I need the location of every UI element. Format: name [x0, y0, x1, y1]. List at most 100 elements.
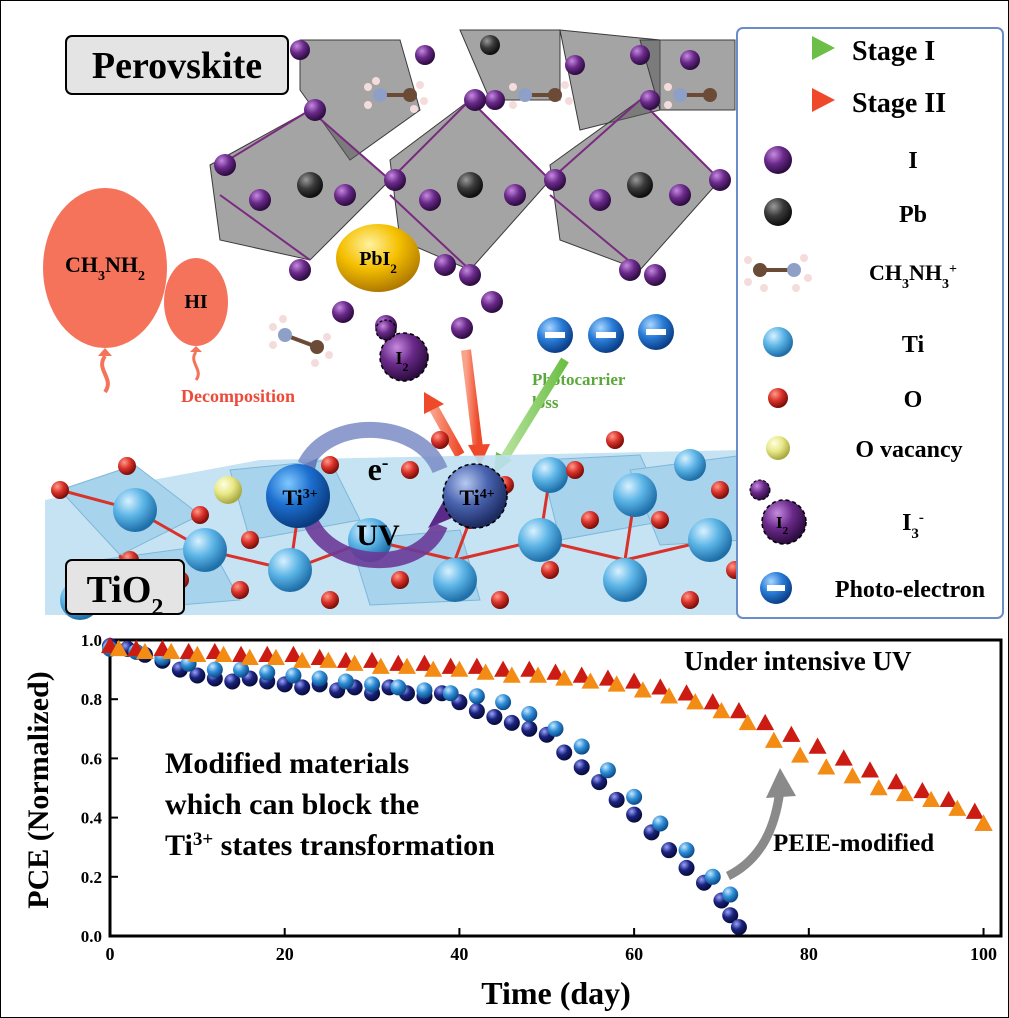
legend-lead-icon: [764, 198, 792, 226]
data-point: [660, 687, 679, 704]
data-point: [581, 672, 600, 689]
data-point: [607, 675, 626, 692]
data-point: [730, 919, 747, 936]
data-point: [206, 661, 223, 678]
x-tick-label: 60: [625, 944, 643, 964]
data-point: [738, 713, 757, 731]
data-point: [520, 660, 539, 677]
decomposition-label: Decomposition: [181, 386, 295, 406]
data-point: [363, 651, 382, 668]
perovskite-bonds: [219, 99, 721, 271]
y-tick-label: 0.8: [81, 690, 102, 709]
mechanism-scene: Perovskite CH3NH2 HI Decomposition PbI2: [43, 29, 746, 621]
stage1-arrow: [498, 357, 569, 465]
svg-text:PbI2: PbI2: [359, 248, 397, 276]
hi-balloon: HI: [164, 258, 228, 381]
data-point: [808, 737, 827, 754]
tio2-label: TiO2: [87, 569, 164, 621]
data-point: [240, 648, 259, 665]
data-point: [162, 642, 181, 660]
data-point: [529, 666, 548, 683]
perovskite-label-box: [65, 35, 289, 95]
data-point: [284, 645, 303, 662]
data-point: [678, 859, 695, 876]
data-point: [887, 773, 906, 790]
data-point: [722, 886, 739, 903]
modified-annotation-line2: which can block the: [165, 788, 419, 821]
i2-particle: I2: [375, 319, 429, 382]
peie-arrowhead: [766, 768, 796, 798]
data-point: [677, 684, 696, 701]
data-point: [398, 657, 416, 674]
data-point: [834, 749, 853, 766]
legend-methylammonium: CH3NH3+: [869, 260, 957, 292]
data-point: [189, 667, 206, 684]
data-point: [476, 663, 495, 680]
legend-photo-electron: Photo-electron: [835, 577, 985, 603]
x-tick-label: 100: [970, 944, 997, 964]
svg-text:I2: I2: [395, 348, 408, 374]
data-point: [661, 842, 678, 859]
data-point: [416, 682, 433, 699]
data-point: [573, 759, 590, 776]
modified-annotation-line3: Ti3+ states transformation: [165, 829, 495, 863]
perovskite-label: Perovskite: [92, 45, 262, 87]
modified-annotation-line1: Modified materials: [165, 747, 409, 780]
data-point: [415, 654, 434, 671]
data-point: [495, 694, 512, 711]
data-marks: [101, 636, 993, 936]
legend-panel: Stage I Stage II I Pb CH3NH3+ Ti O O vac…: [736, 27, 1004, 619]
data-point: [729, 702, 748, 719]
svg-text:I2: I2: [776, 513, 789, 537]
data-point: [791, 746, 810, 763]
data-point: [494, 660, 513, 677]
data-point: [572, 666, 591, 683]
data-point: [521, 706, 538, 722]
y-axis-label: PCE (Normalized): [22, 671, 55, 908]
uv-label: UV: [356, 519, 400, 552]
data-point: [450, 660, 469, 677]
data-point: [233, 661, 250, 678]
data-point: [756, 713, 775, 731]
legend-i3-icon: I2: [749, 479, 807, 545]
data-point: [598, 669, 617, 686]
data-point: [555, 669, 574, 686]
data-point: [521, 720, 538, 737]
released-iodine: [332, 291, 503, 339]
o-vacancy-atom: [214, 476, 242, 504]
photo-electrons: [537, 314, 674, 353]
y-tick-label: 1.0: [81, 631, 102, 650]
stage2-arrow-down: [461, 349, 483, 449]
legend-methylammonium-icon: [744, 254, 812, 292]
legend-titanium: Ti: [902, 332, 925, 358]
data-point: [442, 685, 459, 702]
data-point: [266, 648, 285, 665]
data-point: [502, 666, 521, 683]
data-point: [608, 791, 625, 808]
tio2-label-box: [65, 559, 185, 615]
uv-annotation: Under intensive UV: [684, 646, 912, 676]
data-point: [109, 639, 128, 657]
lead-atoms: [297, 35, 653, 198]
data-point: [371, 657, 390, 674]
iodine-atoms: [214, 40, 731, 286]
ti4-ion: Ti4+: [442, 463, 508, 529]
y-tick-label: 0.4: [81, 809, 103, 828]
peie-annotation: PEIE-modified: [773, 830, 934, 857]
x-tick-label: 0: [106, 944, 115, 964]
data-point: [556, 744, 573, 761]
data-point: [546, 663, 565, 680]
data-point: [625, 672, 644, 689]
data-point: [895, 784, 914, 802]
data-point: [948, 799, 967, 816]
y-tick-label: 0.0: [81, 927, 102, 946]
legend-oxygen-icon: [768, 388, 788, 408]
data-point: [817, 758, 836, 775]
ch3nh2-balloon: CH3NH2: [43, 188, 167, 394]
methylammonium-molecules: [269, 77, 717, 367]
legend-o-vacancy: O vacancy: [855, 437, 962, 463]
data-point: [678, 842, 695, 859]
data-point: [703, 693, 722, 710]
